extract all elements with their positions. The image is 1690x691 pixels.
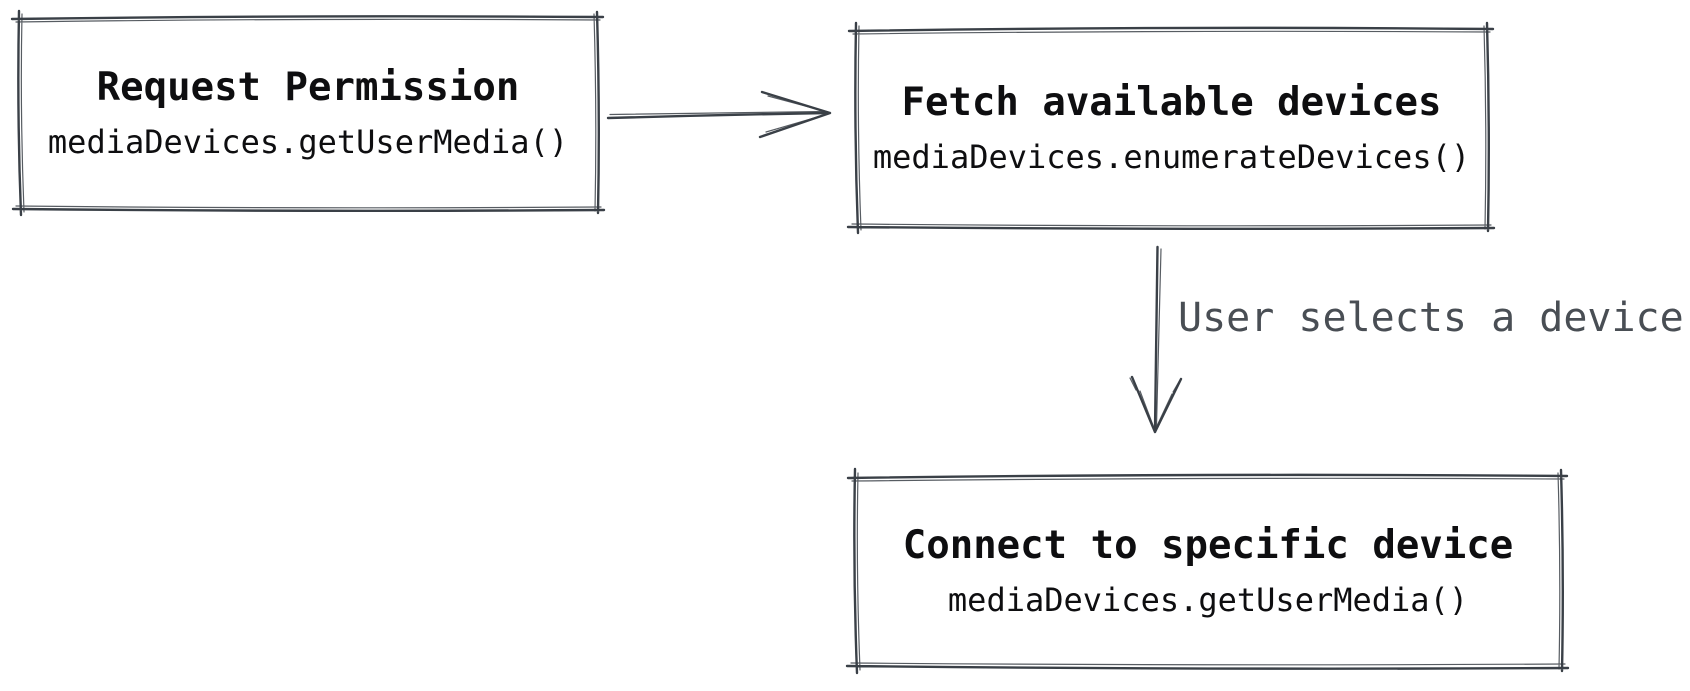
arrow-right-icon [606,90,832,139]
node-title: Connect to specific device [902,523,1514,569]
node-connect-device: Connect to specific device mediaDevices.… [854,475,1562,668]
arrow-down-icon [1129,245,1183,434]
node-title: Fetch available devices [901,79,1442,125]
node-title: Request Permission [96,64,520,110]
node-code: mediaDevices.getUserMedia() [47,122,569,161]
node-request-permission: Request Permission mediaDevices.getUserM… [18,16,598,210]
node-code: mediaDevices.getUserMedia() [947,581,1469,620]
edge-label-user-selects-device: User selects a device [1178,295,1684,341]
node-code: mediaDevices.enumerateDevices() [872,137,1471,176]
node-fetch-devices: Fetch available devices mediaDevices.enu… [855,28,1488,228]
